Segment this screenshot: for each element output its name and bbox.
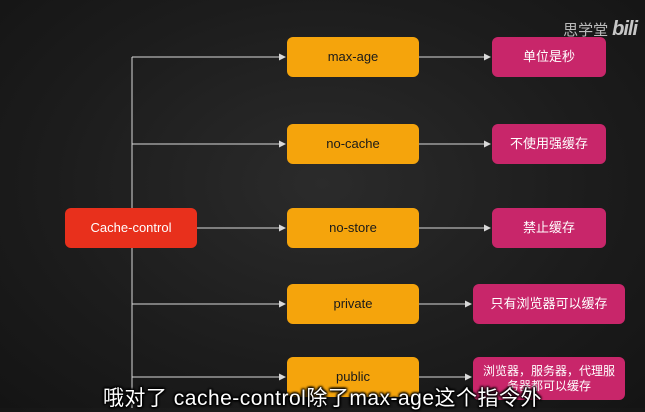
directive-private: private xyxy=(287,284,419,324)
meaning-max-age: 单位是秒 xyxy=(492,37,606,77)
meaning-private: 只有浏览器可以缓存 xyxy=(473,284,625,324)
watermark: 思学堂 bili xyxy=(563,18,638,41)
meaning-no-cache: 不使用强缓存 xyxy=(492,124,606,164)
meaning-no-store: 禁止缓存 xyxy=(492,208,606,248)
directive-no-cache: no-cache xyxy=(287,124,419,164)
watermark-channel: 思学堂 xyxy=(563,22,609,39)
root-node: Cache-control xyxy=(65,208,197,248)
directive-no-store: no-store xyxy=(287,208,419,248)
meaning-public: 浏览器，服务器，代理服务器都可以缓存 xyxy=(473,357,625,400)
video-subtitle: 哦对了 cache-control除了max-age这个指令外 xyxy=(102,387,543,410)
bilibili-logo-icon: bili xyxy=(612,18,638,40)
directive-public: public xyxy=(287,357,419,397)
directive-max-age: max-age xyxy=(287,37,419,77)
